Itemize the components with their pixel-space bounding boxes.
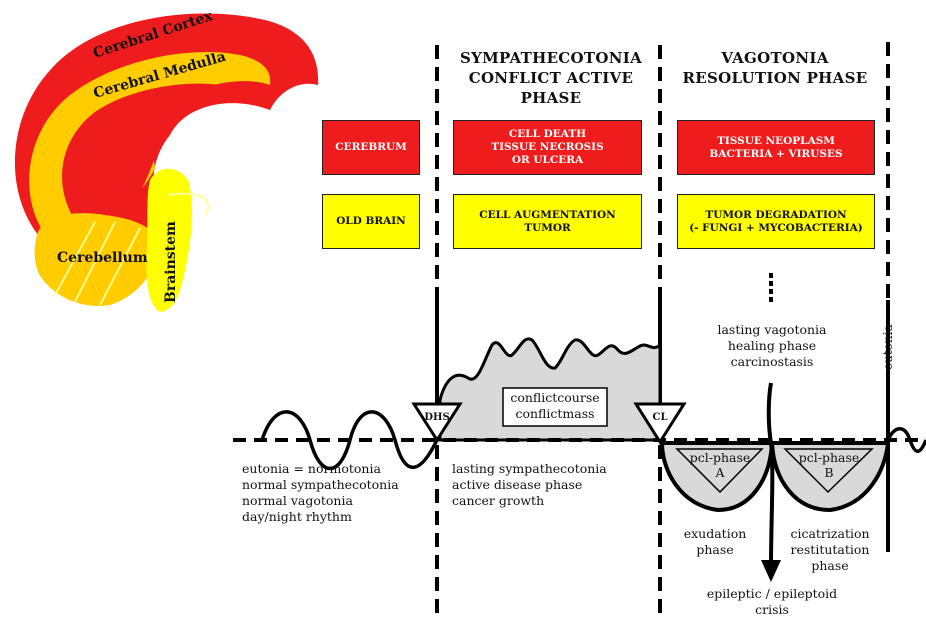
header-vago-line2: RESOLUTION PHASE [682,69,868,87]
eutonia-wave [886,427,926,453]
exudation-label: exudation phase [670,526,760,558]
phase-divider-lines [435,42,890,621]
box-active-red: CELL DEATH TISSUE NECROSIS OR ULCERA [453,120,642,175]
sympathicotonia-line3: cancer growth [452,493,545,508]
brain-illustration: Cerebral Cortex Cerebral Medulla Cerebel… [14,8,319,312]
conflict-label-line1: conflictcourse [510,390,600,405]
header-vagotonia: VAGOTONIA RESOLUTION PHASE [664,48,886,88]
crisis-spike [766,382,775,566]
sympathicotonia-line2: active disease phase [452,477,583,492]
pcl-a-label: pcl-phase A [680,450,760,480]
cicatrization-line3: phase [811,558,849,573]
normotonia-line1: eutonia = normotonia [242,461,381,476]
crisis-line2: crisis [755,602,789,617]
header-vago-line1: VAGOTONIA [721,49,829,67]
vagotonia-line3: carcinostasis [730,354,814,369]
eutonia-text: eutonia [881,324,895,370]
header-symp-line1: SYMPATHECOTONIA [459,49,643,67]
crisis-arrowhead [761,560,781,582]
eutonia-label: eutonia [880,310,896,370]
exudation-line1: exudation [683,526,747,541]
vagotonia-label: lasting vagotonia healing phase carcinos… [690,322,854,370]
box-active-red-line2: TISSUE NECROSIS [491,141,604,153]
pcl-a-line1: pcl-phase [689,450,751,465]
box-cerebrum-text: CEREBRUM [335,141,407,153]
brainstem-shape [146,168,192,312]
cortex-fold-highlight [167,192,210,216]
normotonia-line3: normal vagotonia [242,493,353,508]
box-cerebrum: CEREBRUM [322,120,420,175]
vagotonia-line1: lasting vagotonia [717,322,827,337]
crisis-line1: epileptic / epileptoid [706,586,838,601]
sympathicotonia-label: lasting sympathecotonia active disease p… [452,461,652,509]
dhs-marker: DHS [411,402,463,443]
vagotonia-line2: healing phase [727,338,817,353]
pcl-bowl-a [659,441,775,513]
pcl-b-label: pcl-phase B [789,450,869,480]
label-cerebellum: Cerebellum [57,250,148,266]
box-resolution-red-line2: BACTERIA + VIRUSES [709,147,843,160]
pcl-b-line2: B [824,465,834,480]
cl-label: CL [653,412,668,423]
conflict-label: conflictcourse conflictmass [503,390,607,422]
box-resolution-red: TISSUE NEOPLASM BACTERIA + VIRUSES [677,120,875,175]
header-symp-line2: CONFLICT ACTIVE [468,69,634,87]
box-resolution-yellow-line2: (- FUNGI + MYCOBACTERIA) [689,221,863,234]
box-resolution-yellow: TUMOR DEGRADATION (- FUNGI + MYCOBACTERI… [677,194,875,249]
pcl-triangle-a [675,448,764,494]
label-brainstem: Brainstem [163,221,179,303]
cl-marker: CL [633,402,687,445]
pcl-b-line1: pcl-phase [798,450,860,465]
box-old-brain-text: OLD BRAIN [336,215,406,227]
box-active-yellow-line2: TUMOR [524,221,571,234]
pcl-bowl-b [769,441,891,513]
box-active-yellow: CELL AUGMENTATION TUMOR [453,194,642,249]
cerebellum-stripes [54,221,141,306]
box-old-brain: OLD BRAIN [322,194,420,249]
box-active-red-line3: OR ULCERA [511,154,584,166]
conflict-label-box [502,387,608,427]
crisis-label: epileptic / epileptoid crisis [690,586,854,618]
exudation-line2: phase [696,542,734,557]
cicatrization-line2: restitutation [790,542,870,557]
inner-core-shape [62,83,220,220]
normotonia-wave [260,410,439,471]
box-active-red-line1: CELL DEATH [508,128,587,140]
pcl-triangle-b [783,448,874,494]
box-resolution-yellow-line1: TUMOR DEGRADATION [705,208,847,221]
normotonia-line4: day/night rhythm [242,509,352,524]
cicatrization-line1: cicatrization [790,526,870,541]
box-active-yellow-line1: CELL AUGMENTATION [479,208,616,221]
box-resolution-red-line1: TISSUE NEOPLASM [717,134,835,147]
sympathicotonia-line1: lasting sympathecotonia [452,461,607,476]
header-symp-line3: PHASE [520,89,582,107]
cicatrization-label: cicatrization restitutation phase [778,526,882,574]
normotonia-line2: normal sympathecotonia [242,477,399,492]
header-sympathicotonia: SYMPATHECOTONIA CONFLICT ACTIVE PHASE [440,48,662,108]
normotonia-label: eutonia = normotonia normal sympathecoto… [242,461,432,525]
dhs-label: DHS [424,412,449,423]
conflict-label-line2: conflictmass [515,406,595,421]
pcl-a-line2: A [715,465,725,480]
